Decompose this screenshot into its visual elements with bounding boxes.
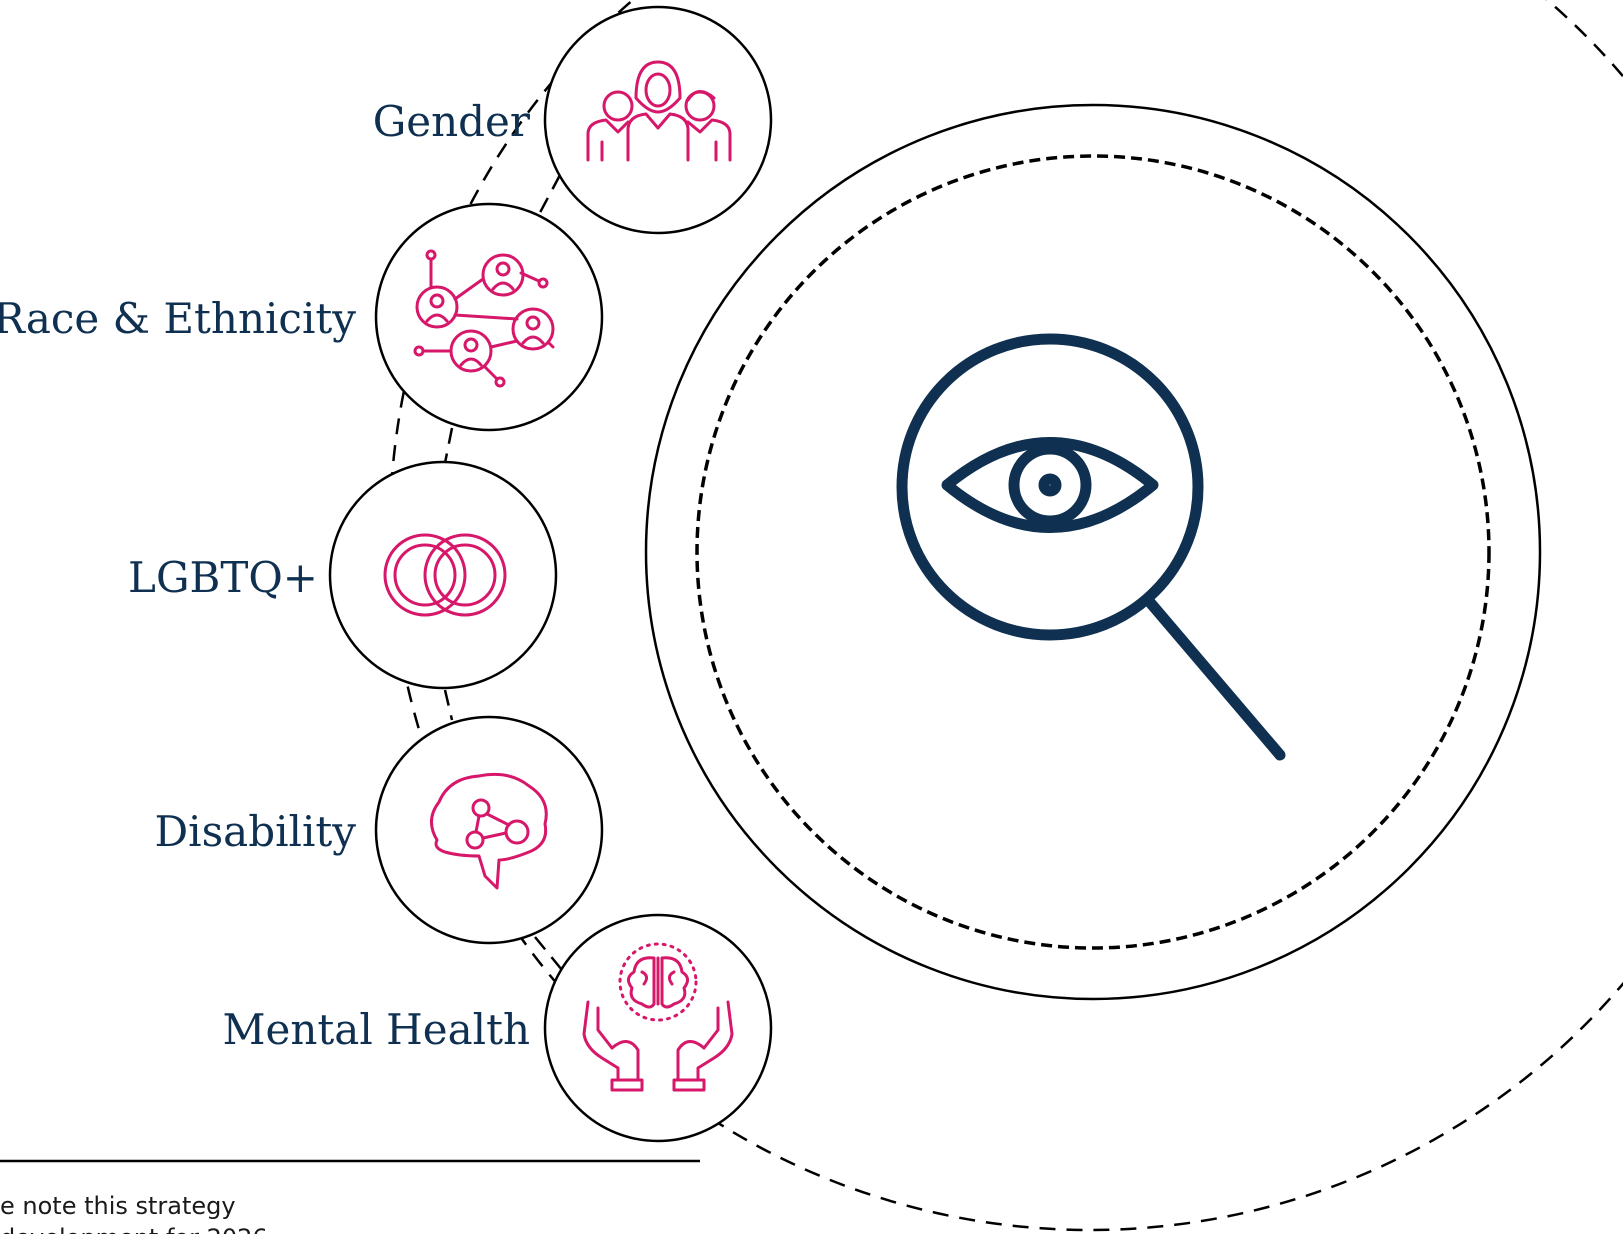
label-mental-health: Mental Health bbox=[223, 1005, 531, 1054]
center-dashed-circle bbox=[695, 154, 1491, 950]
footnote-line-1: e note this strategy bbox=[0, 1192, 236, 1220]
footnote-line-2: development for 2026 bbox=[0, 1224, 268, 1234]
group-of-people-icon bbox=[586, 60, 732, 162]
center-solid-circle bbox=[644, 103, 1542, 1001]
connector-lines bbox=[443, 174, 563, 971]
lgbtq-circle bbox=[328, 460, 558, 690]
label-lgbtq: LGBTQ+ bbox=[128, 553, 318, 602]
brain-network-icon bbox=[430, 772, 548, 890]
interlocking-rings-icon bbox=[383, 533, 507, 617]
gender-circle bbox=[543, 5, 773, 235]
mental-health-circle bbox=[543, 913, 773, 1143]
label-race-ethnicity: Race & Ethnicity bbox=[0, 294, 356, 343]
hands-holding-brain-icon bbox=[582, 942, 734, 1092]
label-gender: Gender bbox=[373, 97, 531, 146]
magnifier-eye-icon bbox=[896, 333, 1286, 761]
disability-circle bbox=[374, 715, 604, 945]
label-disability: Disability bbox=[155, 807, 357, 856]
people-network-icon bbox=[413, 249, 555, 388]
